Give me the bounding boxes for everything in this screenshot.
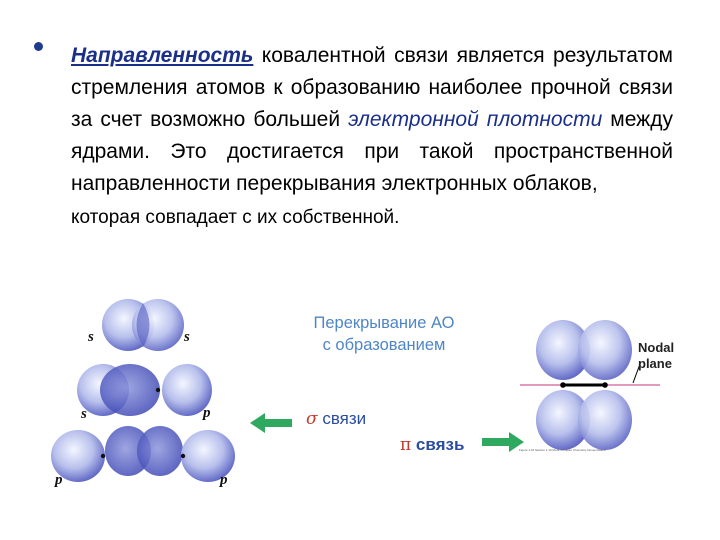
label-p-left: p — [55, 472, 63, 488]
paragraph-last-line: которая совпадает с их собственной. — [71, 207, 400, 228]
sigma-symbol: σ — [306, 409, 318, 429]
label-p-right: p — [220, 472, 228, 488]
caption-line2: с образованием — [322, 336, 446, 354]
sigma-bond-label: σ связи — [306, 409, 366, 429]
nodal-pointer — [632, 363, 641, 384]
p-orbital-right-outer — [181, 430, 235, 482]
label-s-right: s — [184, 329, 190, 345]
p-lobe-bottom-right — [578, 390, 632, 450]
electron-density-term: электронной плотности — [348, 108, 603, 131]
figure-fine-print: Figure 1.16 Section 1.10 More Complex Ch… — [519, 448, 606, 452]
paragraph-part2: между ядрами. Это достигается при такой … — [71, 108, 673, 195]
nucleus-dot — [602, 382, 608, 388]
overlap-caption: Перекрывание АО с образованием — [284, 312, 484, 356]
sigma-word: связи — [322, 409, 367, 428]
nodal-line2: plane — [638, 356, 672, 371]
bullet-icon — [34, 42, 43, 51]
nucleus-dot — [180, 453, 186, 459]
p-orbital-left-inner — [105, 426, 151, 476]
p-lobe-top-left — [536, 320, 590, 380]
nucleus-dot — [100, 453, 106, 459]
p-lobe-top-right — [578, 320, 632, 380]
p-lobe-bottom-left — [536, 390, 590, 450]
pi-bond-diagram — [520, 320, 660, 450]
p-orbital-lobe-inner — [100, 364, 160, 416]
label-s-left: s — [88, 329, 94, 345]
p-orbital-left-outer — [51, 430, 105, 482]
label-p-sp: p — [203, 405, 211, 421]
arrow-left — [250, 413, 292, 433]
p-p-overlap — [51, 426, 235, 482]
nucleus-dot — [155, 387, 161, 393]
paragraph-part1: ковалентной связи является результатом с… — [71, 44, 673, 131]
arrow-right — [482, 432, 524, 452]
s-s-overlap-region — [136, 303, 150, 347]
nucleus-dot — [560, 382, 566, 388]
pi-symbol: π — [400, 435, 412, 455]
p-orbital-right-inner — [137, 426, 183, 476]
caption-line1: Перекрывание АО — [313, 314, 455, 332]
label-s-sp: s — [81, 406, 87, 422]
pi-word: связь — [415, 435, 465, 454]
s-s-overlap — [102, 299, 184, 351]
s-p-overlap — [77, 364, 212, 416]
p-orbital-lobe-outer — [162, 364, 212, 416]
term-napravlennost: Направленность — [71, 44, 254, 67]
pi-bond-label: π связь — [400, 435, 464, 455]
nodal-plane-label: Nodal plane — [638, 340, 674, 372]
nodal-line1: Nodal — [638, 340, 675, 355]
main-paragraph: Направленность ковалентной связи являетс… — [71, 40, 673, 234]
